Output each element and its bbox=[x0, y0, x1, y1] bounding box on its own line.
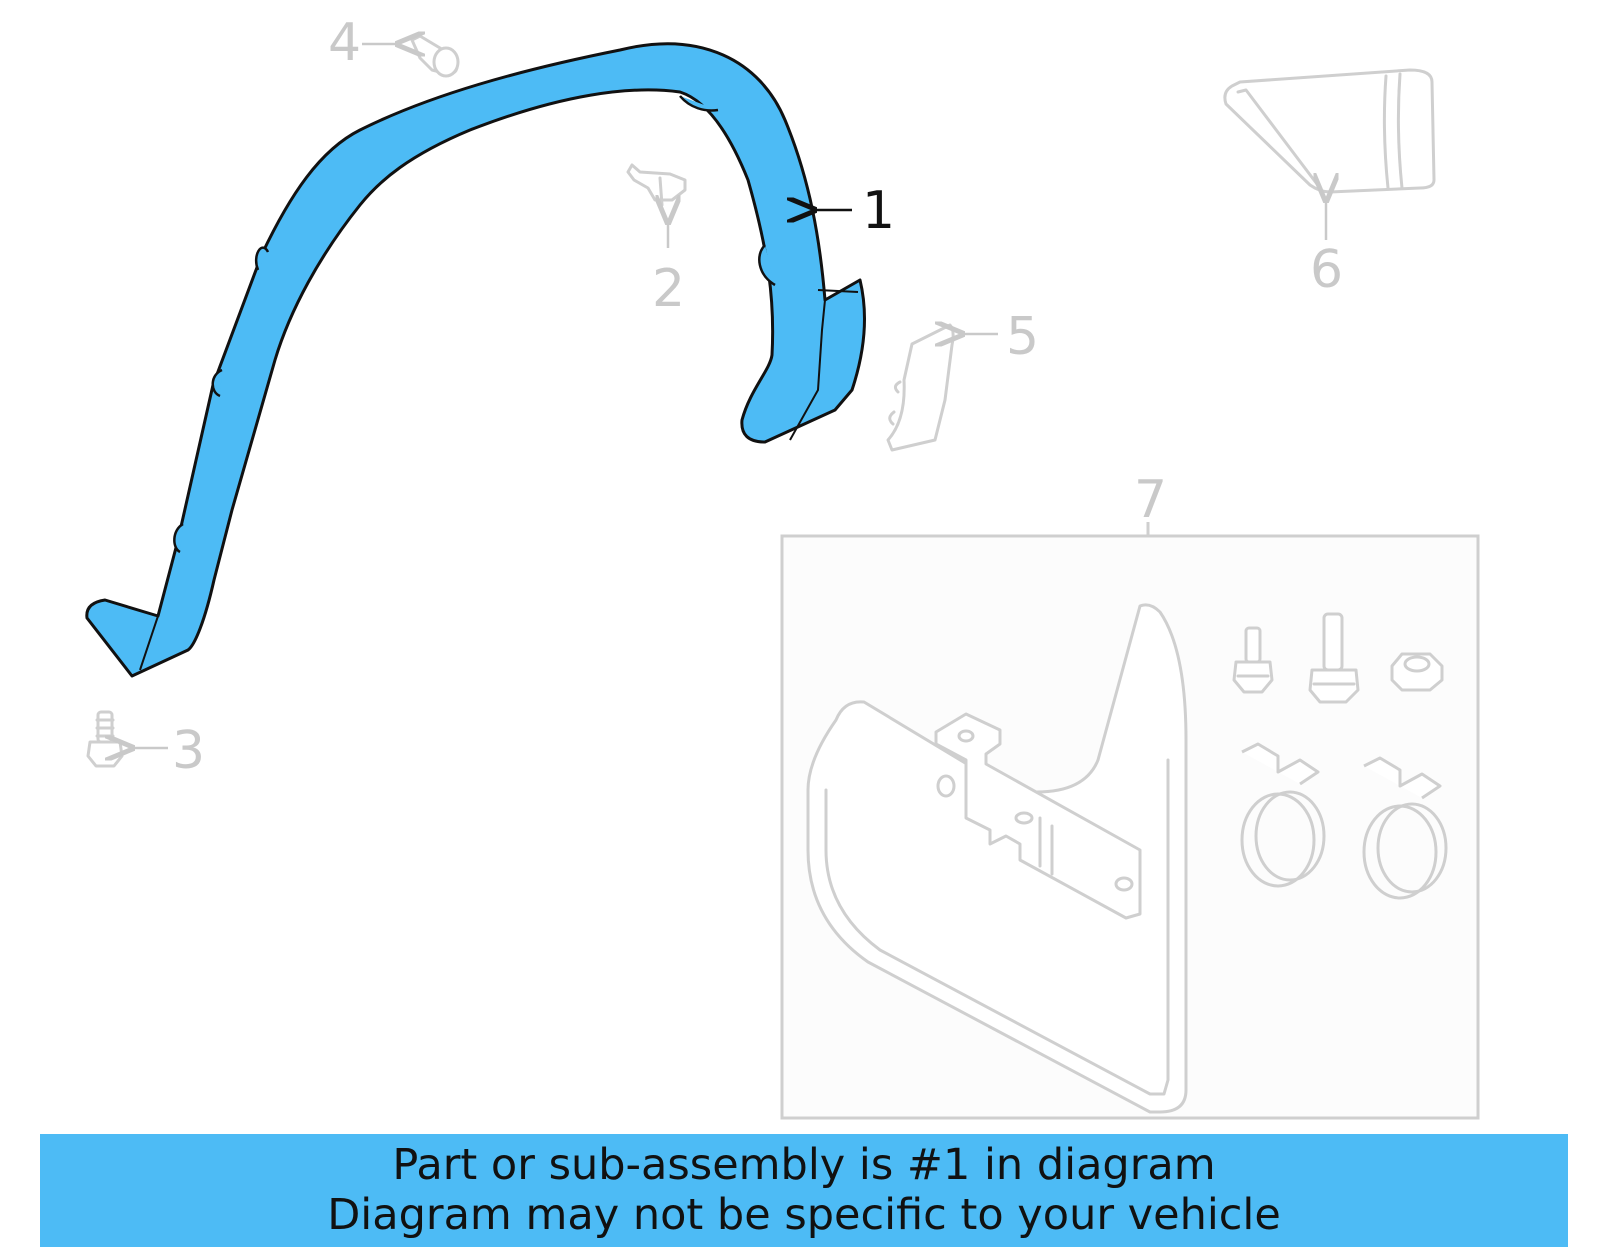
callout-6-label: 6 bbox=[1310, 240, 1343, 300]
banner-line-1: Part or sub-assembly is #1 in diagram bbox=[392, 1140, 1216, 1190]
bolt-part-3: 3 bbox=[86, 710, 205, 781]
callout-1-label: 1 bbox=[862, 181, 895, 241]
callout-1: 1 bbox=[812, 181, 895, 241]
callout-4-label: 4 bbox=[328, 13, 361, 73]
bracket-part-5: 5 bbox=[886, 307, 1039, 452]
fender-flare-part-1[interactable] bbox=[85, 42, 866, 678]
info-banner: Part or sub-assembly is #1 in diagram Di… bbox=[40, 1134, 1568, 1247]
mud-flap-kit-part-7: 7 bbox=[780, 470, 1480, 1120]
callout-7-label: 7 bbox=[1134, 470, 1167, 530]
clip-part-2: 2 bbox=[626, 163, 687, 319]
callout-2-label: 2 bbox=[652, 259, 685, 319]
callout-3-label: 3 bbox=[172, 721, 205, 781]
callout-5-label: 5 bbox=[1006, 307, 1039, 367]
side-guard-part-6: 6 bbox=[1223, 68, 1436, 300]
banner-line-2: Diagram may not be specific to your vehi… bbox=[327, 1190, 1281, 1240]
grommet-part-4: 4 bbox=[328, 13, 460, 78]
